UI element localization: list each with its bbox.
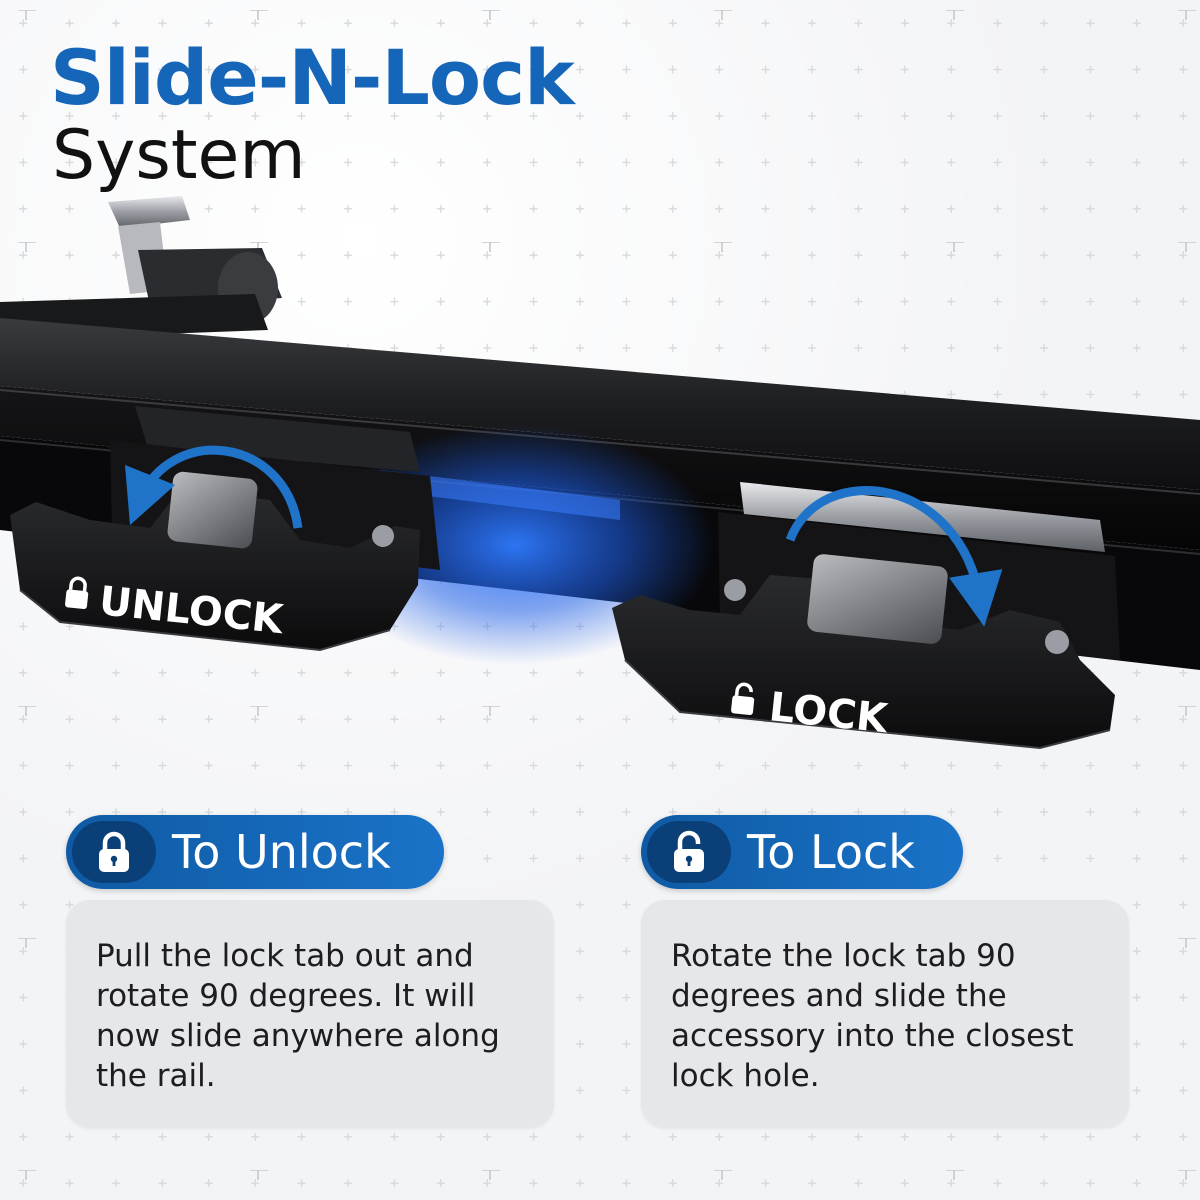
- product-illustration: UNLOCK LOCK: [0, 196, 1200, 750]
- unlock-heading-pill: To Unlock: [66, 815, 444, 889]
- unlock-instructions-card: Pull the lock tab out and rotate 90 degr…: [66, 900, 554, 1128]
- page-title: Slide-N-Lock: [50, 33, 575, 122]
- lock-heading: To Lock: [747, 825, 915, 879]
- lock-rotate-arrow-icon: [785, 486, 1003, 627]
- lock-heading-pill: To Lock: [641, 815, 963, 889]
- unlock-accessory: UNLOCK: [10, 406, 440, 652]
- unlock-rotate-arrow-icon: [125, 445, 303, 529]
- padlock-closed-icon: [72, 821, 156, 883]
- padlock-open-icon: [647, 821, 731, 883]
- lock-accessory: LOCK: [612, 482, 1120, 750]
- unlock-heading: To Unlock: [172, 825, 391, 879]
- lock-instructions-text: Rotate the lock tab 90 degrees and slide…: [671, 938, 1074, 1094]
- page-subtitle: System: [52, 116, 306, 195]
- rail-clamp: [0, 196, 282, 340]
- lock-engraving-padlock-icon: [731, 682, 755, 716]
- lock-instructions-card: Rotate the lock tab 90 degrees and slide…: [641, 900, 1129, 1128]
- unlock-instructions-text: Pull the lock tab out and rotate 90 degr…: [96, 938, 500, 1094]
- unlock-engraving-padlock-icon: [65, 576, 89, 610]
